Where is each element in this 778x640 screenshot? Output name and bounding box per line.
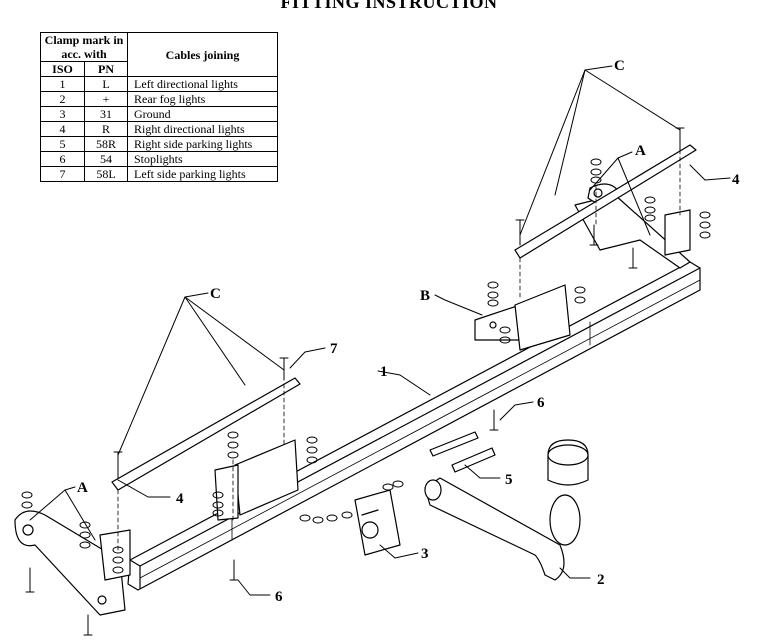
callout-7: 7 [330, 341, 338, 357]
pn-header: PN [84, 61, 128, 77]
iso-cell: 4 [39, 121, 86, 137]
callout-3: 3 [421, 546, 429, 562]
table-row: 2+Rear fog lights [39, 91, 278, 107]
vertical-bolts [25, 127, 685, 636]
tow-ball-neck [424, 439, 589, 581]
bolts-5 [429, 431, 496, 473]
callout-6-mid: 6 [537, 395, 545, 411]
desc-cell: Left side parking lights [127, 166, 278, 182]
top-left-strap [111, 377, 301, 491]
socket-plate [354, 489, 401, 556]
callout-labels: C C A A B 1 2 3 4 4 5 6 6 7 [77, 58, 740, 605]
callout-c-top: C [614, 58, 625, 74]
callout-5: 5 [505, 472, 513, 488]
clamp-header: Clamp mark in acc. with [40, 32, 128, 62]
callout-c-left: C [210, 286, 221, 302]
pn-cell: 31 [84, 106, 128, 122]
callout-1: 1 [380, 364, 388, 380]
callout-4-left: 4 [176, 491, 184, 507]
callout-2: 2 [597, 572, 605, 588]
iso-cell: 7 [39, 166, 86, 182]
bracket-b [474, 284, 571, 351]
desc-cell: Right side parking lights [127, 136, 278, 152]
leader-lines [29, 65, 731, 596]
callout-a-top: A [635, 143, 646, 159]
right-side-arm [574, 183, 691, 269]
page-title: FITTING INSTRUCTION [280, 0, 498, 12]
callout-a-left: A [77, 480, 88, 496]
alignment-lines [117, 149, 681, 551]
callout-4-right: 4 [732, 172, 740, 188]
left-side-arm [14, 510, 131, 616]
left-center-bracket [214, 439, 299, 521]
top-right-strap [514, 144, 697, 259]
cables-table: Clamp mark in acc. with Cables joining I… [39, 32, 278, 182]
callout-b: B [420, 288, 430, 304]
desc-cell: Right directional lights [127, 121, 278, 137]
pn-cell: 58R [84, 136, 128, 152]
desc-cell: Rear fog lights [127, 91, 278, 107]
callout-6-bottom: 6 [275, 589, 283, 605]
